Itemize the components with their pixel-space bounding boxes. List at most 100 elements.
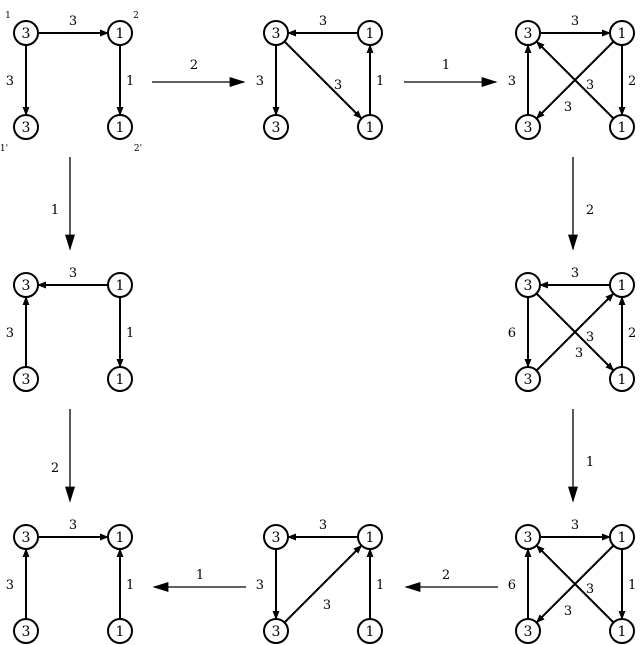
transition-label-r3c3-to-r3c2: 2 <box>442 568 450 583</box>
node-value-bottom-right: 1 <box>116 372 125 388</box>
node-value-top-right: 1 <box>116 530 125 546</box>
node-value-bottom-left: 3 <box>524 120 533 136</box>
edge-arrow-top-right-to-bottom-left <box>535 544 615 624</box>
node-top-left <box>13 524 39 550</box>
node-value-top-left: 3 <box>22 530 31 546</box>
transition-label-r3c2-to-r3c1: 1 <box>196 568 204 583</box>
node-value-top-left: 3 <box>524 530 533 546</box>
node-bottom-right <box>609 618 635 644</box>
node-top-left <box>515 272 541 298</box>
node-value-bottom-right: 1 <box>618 624 627 640</box>
edge-label-top-right-to-top-left: 3 <box>319 14 327 29</box>
transition-label-r1c1-to-r2c1: 1 <box>51 203 59 218</box>
edge-label-top-right-to-top-left: 3 <box>571 266 579 281</box>
edge-label-top-left-to-bottom-left: 3 <box>256 578 264 593</box>
edge-label-bottom-left-to-top-right: 3 <box>323 598 331 613</box>
node-value-top-right: 1 <box>366 26 375 42</box>
panels-layer: 3 3 1 3 1 3 1 1 2 1' 2' 3 3 3 1 3 1 3 1 3 3 3 3 2 3 1 3 1 3 3 1 3 1 3 1 3 6 3… <box>0 11 636 644</box>
node-value-bottom-right: 1 <box>116 120 125 136</box>
transitions-layer: 2 1 1 2 2 1 2 1 <box>51 58 594 592</box>
node-bottom-left <box>263 114 289 140</box>
node-value-top-right: 1 <box>618 26 627 42</box>
edge-label-bottom-right-to-top-right: 1 <box>376 74 384 89</box>
node-value-bottom-left: 3 <box>272 624 281 640</box>
node-value-bottom-right: 1 <box>116 624 125 640</box>
edge-label-top-left-to-top-right: 3 <box>571 518 579 533</box>
node-top-left <box>263 20 289 46</box>
edge-label-top-right-to-bottom-right: 2 <box>628 74 636 89</box>
node-top-left <box>13 272 39 298</box>
transition-label-r2c3-to-r3c3: 1 <box>586 455 594 470</box>
node-value-bottom-left: 3 <box>22 120 31 136</box>
edge-arrow-bottom-left-to-top-right <box>535 292 615 372</box>
node-bottom-left <box>515 618 541 644</box>
node-top-left <box>515 524 541 550</box>
edge-label-top-right-to-bottom-left: 3 <box>564 604 572 619</box>
node-bottom-right <box>357 114 383 140</box>
transition-label-r2c1-to-r3c1: 2 <box>51 461 59 476</box>
node-value-bottom-right: 1 <box>366 624 375 640</box>
edge-label-bottom-left-to-top-left: 3 <box>6 326 14 341</box>
node-top-right <box>609 272 635 298</box>
node-value-top-left: 3 <box>524 26 533 42</box>
edge-label-bottom-left-to-top-left: 3 <box>508 74 516 89</box>
edge-label-top-left-to-bottom-left: 3 <box>256 74 264 89</box>
edge-arrow-top-left-to-bottom-right <box>283 40 363 120</box>
edge-label-top-right-to-bottom-right: 1 <box>126 326 134 341</box>
node-bottom-right <box>609 366 635 392</box>
node-bottom-left <box>13 114 39 140</box>
edge-arrow-bottom-left-to-top-right <box>283 544 363 624</box>
node-value-top-right: 1 <box>366 530 375 546</box>
node-top-right <box>107 524 133 550</box>
transition-label-r1c1-to-r1c2: 2 <box>190 58 198 73</box>
edge-label-top-right-to-bottom-right: 1 <box>628 578 636 593</box>
node-top-right <box>107 272 133 298</box>
node-bottom-right <box>107 618 133 644</box>
edge-label-bottom-right-to-top-left: 3 <box>586 78 594 93</box>
node-top-right <box>609 20 635 46</box>
edge-label-bottom-left-to-top-left: 3 <box>6 578 14 593</box>
transition-label-r1c3-to-r2c3: 2 <box>586 203 594 218</box>
edge-label-top-left-to-top-right: 3 <box>571 14 579 29</box>
node-bottom-left <box>13 618 39 644</box>
edge-label-top-left-to-bottom-right: 3 <box>586 330 594 345</box>
corner-label-bottom-right: 2' <box>134 144 142 154</box>
node-value-top-left: 3 <box>22 278 31 294</box>
node-top-left <box>13 20 39 46</box>
node-bottom-left <box>515 366 541 392</box>
node-value-bottom-right: 1 <box>618 120 627 136</box>
transition-label-r1c2-to-r1c3: 1 <box>442 58 450 73</box>
edge-label-bottom-left-to-top-left: 6 <box>508 578 516 593</box>
node-bottom-right <box>609 114 635 140</box>
edge-label-bottom-right-to-top-right: 1 <box>376 578 384 593</box>
node-value-top-right: 1 <box>116 26 125 42</box>
node-value-top-right: 1 <box>116 278 125 294</box>
node-value-top-left: 3 <box>524 278 533 294</box>
edge-label-top-right-to-bottom-left: 3 <box>564 100 572 115</box>
node-bottom-right <box>107 366 133 392</box>
corner-label-bottom-left: 1' <box>0 144 8 154</box>
node-value-bottom-left: 3 <box>524 624 533 640</box>
node-bottom-left <box>515 114 541 140</box>
edge-label-top-right-to-top-left: 3 <box>69 266 77 281</box>
node-value-top-left: 3 <box>272 530 281 546</box>
node-top-left <box>263 524 289 550</box>
corner-label-top-left: 1 <box>5 11 11 21</box>
node-value-top-right: 1 <box>618 530 627 546</box>
node-value-top-right: 1 <box>618 278 627 294</box>
node-value-top-left: 3 <box>272 26 281 42</box>
node-value-bottom-left: 3 <box>22 372 31 388</box>
node-bottom-left <box>13 366 39 392</box>
edge-label-bottom-right-to-top-right: 2 <box>628 326 636 341</box>
edge-label-top-right-to-top-left: 3 <box>319 518 327 533</box>
node-top-left <box>515 20 541 46</box>
node-value-bottom-left: 3 <box>22 624 31 640</box>
edge-label-bottom-right-to-top-right: 1 <box>126 578 134 593</box>
